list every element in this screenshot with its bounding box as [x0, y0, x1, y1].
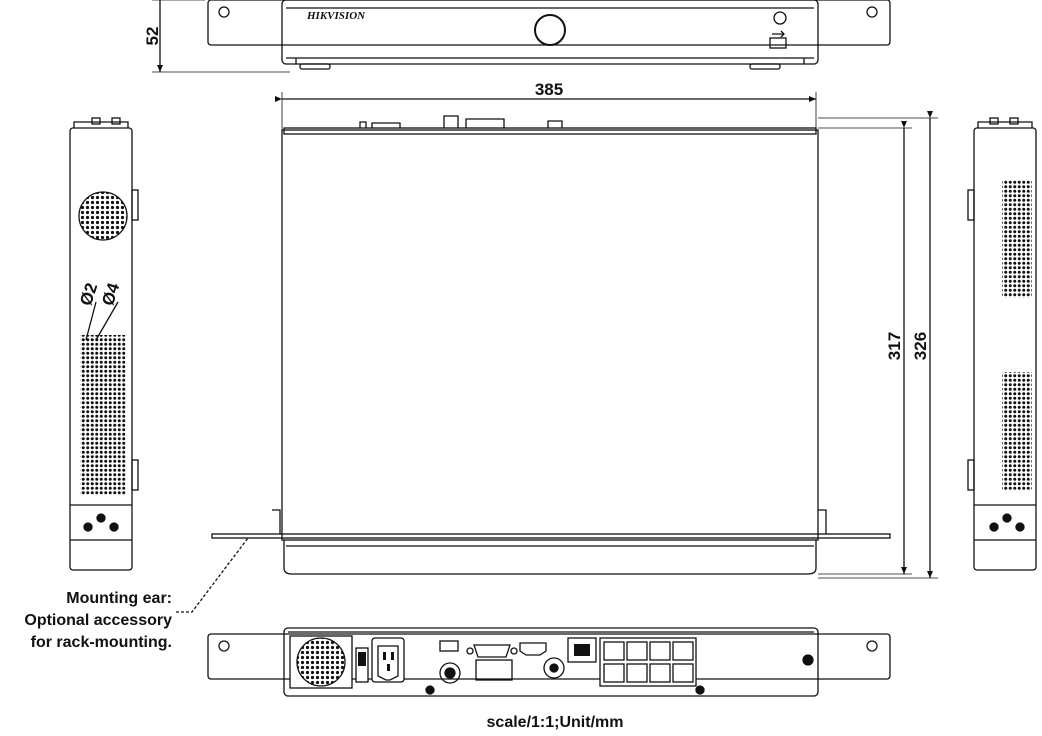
serial-port: [475, 659, 513, 681]
right-side-body: [973, 127, 1037, 571]
hole-small-leader: [85, 301, 97, 341]
left-vent-grid: [80, 335, 126, 495]
front-ear-hole-right: [866, 6, 878, 18]
brand-logo-text: HIKVISION: [306, 10, 366, 22]
left-side-body: [69, 127, 133, 571]
mounting-ear-leader: [176, 537, 249, 613]
poe-port-grid: [603, 641, 694, 683]
hole-large-leader: [95, 301, 119, 341]
left-fan-grille: [78, 191, 128, 241]
audio-port: [439, 662, 461, 684]
rear-ear-hole-right: [866, 640, 878, 652]
rear-screw-1: [425, 685, 435, 695]
top-chassis: [281, 129, 819, 541]
annotation-line-1: Mounting ear:: [66, 590, 172, 607]
left-screw-2: [96, 513, 106, 523]
front-panel-body: [281, 0, 819, 65]
annotation-line-3: for rack-mounting.: [31, 634, 172, 651]
scale-unit-footer: scale/1:1;Unit/mm: [487, 714, 624, 731]
power-button: [534, 14, 566, 46]
ground-screw: [802, 654, 814, 666]
left-side-view: [69, 117, 139, 571]
top-front-bezel: [283, 540, 817, 575]
power-socket: [371, 637, 405, 683]
depth-total-dimension-label: 326: [911, 332, 930, 360]
alarm-port: [543, 657, 565, 679]
annotation-line-2: Optional accessory: [24, 612, 172, 629]
front-indicator: [773, 11, 787, 25]
right-screw-1: [989, 522, 999, 532]
right-screw-2: [1002, 513, 1012, 523]
rear-panel-body: [283, 627, 819, 697]
rear-rack-ears: [207, 633, 891, 680]
lan-port: [567, 637, 597, 663]
usb-port-icon: [769, 37, 787, 49]
right-vent-grid-upper: [1002, 180, 1032, 298]
poe-ports-block: [599, 637, 697, 687]
mounting-ear-plate: [211, 533, 891, 539]
front-rack-ears: [207, 0, 891, 46]
rear-ear-hole-left: [218, 640, 230, 652]
right-side-view: [967, 117, 1037, 571]
rear-fan-grille: [296, 637, 346, 687]
rear-screw-2: [695, 685, 705, 695]
labels: HIKVISION 52 385 317 326 Ø2 Ø4 Mounting …: [24, 10, 930, 731]
top-rear-edge: [283, 127, 817, 135]
left-screw-3: [109, 522, 119, 532]
right-screw-3: [1015, 522, 1025, 532]
left-screw-1: [83, 522, 93, 532]
depth-body-dimension-label: 317: [885, 332, 904, 360]
front-foot-left: [299, 63, 331, 70]
rear-usb-port: [439, 640, 459, 652]
rear-view: [207, 627, 891, 697]
front-ear-hole-left: [218, 6, 230, 18]
top-view: [211, 92, 938, 579]
width-dimension-label: 385: [535, 80, 563, 99]
vga-port: [473, 644, 511, 658]
height-dimension-label: 52: [143, 27, 162, 46]
hdmi-port: [519, 642, 547, 656]
front-view: [152, 0, 891, 73]
hole-small-label: Ø2: [76, 281, 101, 308]
right-vent-grid-lower: [1002, 372, 1032, 490]
front-foot-right: [749, 63, 781, 70]
hole-large-label: Ø4: [98, 280, 123, 308]
